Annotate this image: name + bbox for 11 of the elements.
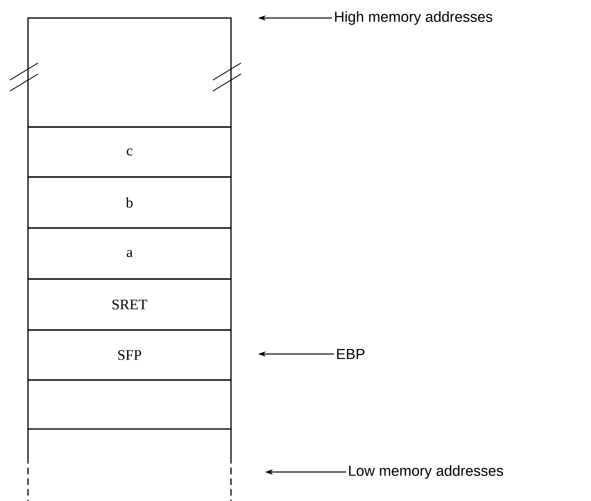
address-label: EBP: [337, 348, 365, 360]
address-label: Low memory addresses: [349, 465, 504, 479]
stack-cell: [27, 17, 232, 128]
stack-cell: a: [27, 227, 232, 280]
address-label: High memory addresses: [335, 11, 492, 25]
stack-cell: SRET: [27, 278, 232, 331]
stack-cell: b: [27, 176, 232, 229]
stack-cell: SFP: [27, 329, 232, 381]
stack-cell: [27, 379, 232, 430]
open-stack-cell: [27, 428, 232, 501]
stack-cell: c: [27, 126, 232, 178]
